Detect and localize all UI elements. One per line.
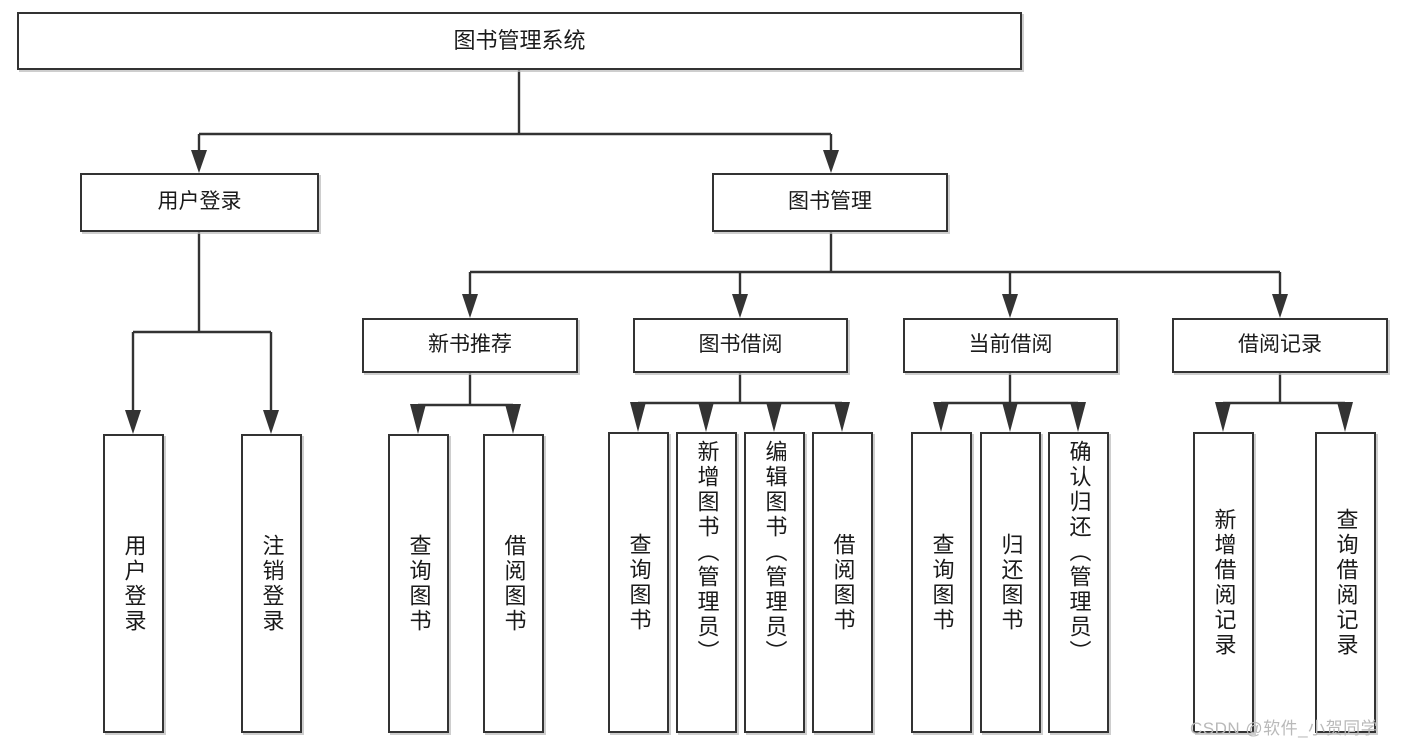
leaf-bookborrow-query-book[interactable]: 查询图书 (608, 432, 669, 733)
node-label: 图书管理 (788, 190, 872, 214)
node-label: 当前借阅 (968, 333, 1053, 357)
leaf-bookborrow-add-book-admin[interactable]: 新增图书（管理员） (676, 432, 737, 733)
arrow-bb-edit (766, 402, 782, 432)
leaf-currentborrow-return-book[interactable]: 归还图书 (980, 432, 1041, 733)
arrow-newbook-query (410, 404, 426, 434)
node-book-management[interactable]: 图书管理 (712, 173, 948, 232)
leaf-newbook-borrow-book[interactable]: 借阅图书 (483, 434, 544, 733)
node-label: 用户登录 (121, 533, 147, 634)
node-current-borrow[interactable]: 当前借阅 (903, 318, 1118, 373)
node-label: 图书管理系统 (453, 28, 586, 54)
leaf-record-query-borrow-record[interactable]: 查询借阅记录 (1315, 432, 1376, 733)
arrow-bb-query (630, 402, 646, 432)
leaf-bookborrow-edit-book-admin[interactable]: 编辑图书（管理员） (744, 432, 805, 733)
arrow-current-borrow (1002, 294, 1018, 318)
leaf-record-add-borrow-record[interactable]: 新增借阅记录 (1193, 432, 1254, 733)
node-book-borrow[interactable]: 图书借阅 (633, 318, 848, 373)
node-label: 新增借阅记录 (1211, 507, 1237, 658)
node-label: 新增图书（管理员） (694, 440, 720, 665)
node-label: 用户登录 (157, 190, 242, 214)
node-label: 新书推荐 (428, 333, 512, 357)
node-label: 编辑图书（管理员） (762, 440, 788, 665)
arrow-book-mgmt (823, 150, 839, 173)
arrow-bb-borrow (834, 402, 850, 432)
arrow-new-book (462, 294, 478, 318)
arrow-leaf-logout (263, 410, 279, 434)
arrow-cb-confirm (1070, 402, 1086, 432)
node-label: 注销登录 (259, 533, 285, 634)
node-label: 查询图书 (929, 532, 955, 633)
arrow-rec-query (1337, 402, 1353, 432)
arrow-newbook-borrow (505, 404, 521, 434)
arrow-cb-query (933, 402, 949, 432)
arrow-bb-add (698, 402, 714, 432)
node-label: 查询图书 (626, 532, 652, 633)
node-label: 借阅图书 (830, 532, 856, 633)
node-root-book-management-system[interactable]: 图书管理系统 (17, 12, 1022, 70)
arrow-leaf-user-login (125, 410, 141, 434)
leaf-currentborrow-query-book[interactable]: 查询图书 (911, 432, 972, 733)
arrow-cb-return (1002, 402, 1018, 432)
leaf-currentborrow-confirm-return-admin[interactable]: 确认归还（管理员） (1048, 432, 1109, 733)
node-label: 图书借阅 (698, 333, 783, 357)
node-label: 查询借阅记录 (1333, 507, 1359, 658)
node-user-login[interactable]: 用户登录 (80, 173, 319, 232)
arrow-borrow-record (1272, 294, 1288, 318)
arrow-rec-add (1215, 402, 1231, 432)
leaf-newbook-query-book[interactable]: 查询图书 (388, 434, 449, 733)
arrow-user-login (191, 150, 207, 173)
leaf-logout[interactable]: 注销登录 (241, 434, 302, 733)
csdn-watermark: CSDN @软件_小贺同学 (1190, 719, 1379, 738)
node-label: 归还图书 (998, 532, 1024, 633)
arrow-book-borrow (732, 294, 748, 318)
node-label: 查询图书 (406, 533, 432, 634)
node-label: 借阅记录 (1238, 333, 1322, 357)
node-label: 借阅图书 (501, 533, 527, 634)
node-new-book-recommend[interactable]: 新书推荐 (362, 318, 578, 373)
leaf-user-login[interactable]: 用户登录 (103, 434, 164, 733)
leaf-bookborrow-borrow-book[interactable]: 借阅图书 (812, 432, 873, 733)
node-label: 确认归还（管理员） (1066, 440, 1092, 665)
node-borrow-record[interactable]: 借阅记录 (1172, 318, 1388, 373)
